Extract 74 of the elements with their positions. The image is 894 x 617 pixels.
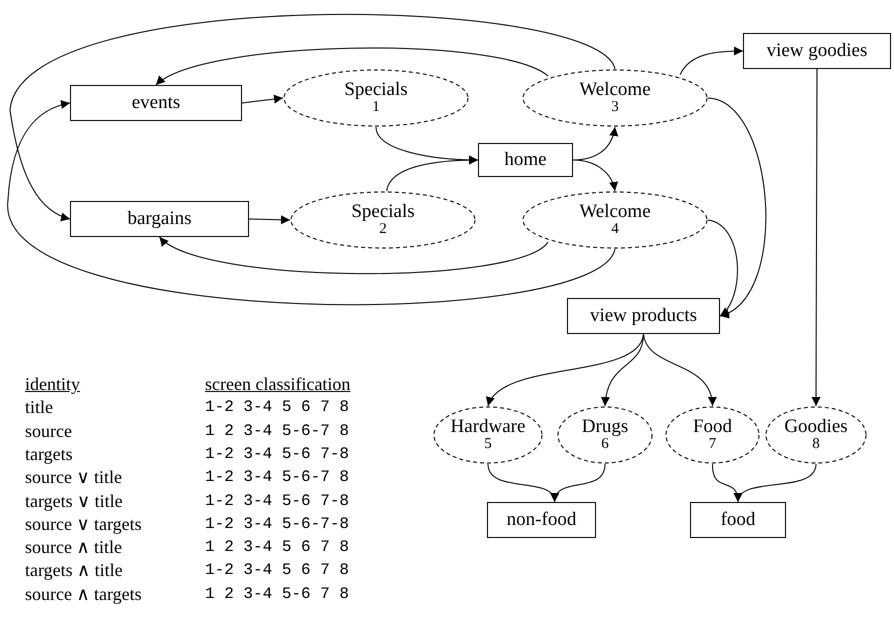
screen-number: 5 [484,437,492,453]
screen-number: 6 [601,437,609,453]
identity-label: source ∧ targets [25,582,142,606]
node-label: Drugs [582,417,628,438]
classification-value: 1 2 3-4 5 6 7 8 [205,537,350,558]
node-label: non-food [506,509,576,531]
classification-value: 1-2 3-4 5 6 7 8 [205,560,350,582]
arrow [10,14,616,221]
screen-number: 7 [708,437,716,453]
identity-label: source ∨ targets [25,512,142,536]
node-label: view products [590,305,698,327]
node-label: Food [692,417,732,438]
page-box [478,143,573,177]
arrow [572,160,618,192]
identity-label: source ∧ title [25,536,122,560]
arrow [488,334,644,406]
page-box [690,502,786,538]
screen-ellipse [765,406,867,464]
arrow [643,334,716,406]
identity-label: source [25,420,72,443]
arrow [602,334,644,406]
page-box [70,201,249,237]
node-label: home [504,149,547,171]
page-box [487,502,596,538]
node-label: Specials [344,80,408,100]
node-label: food [720,509,756,531]
screen-number: 3 [611,100,619,116]
screen-ellipse [290,191,476,249]
arrow [708,220,738,316]
arrow [386,156,478,192]
identity-label: title [25,396,53,420]
node-label: Specials [351,202,415,222]
arrow [552,464,606,502]
classification-value: 1-2 3-4 5-6 7-8 [205,490,350,512]
classification-value: 1 2 3-4 5-6-7 8 [205,420,350,442]
node-label: events [132,92,180,114]
page-box [70,85,242,121]
screen-ellipse [665,406,760,464]
classification-value: 1-2 3-4 5-6-7 8 [205,467,350,488]
screen-ellipse [283,69,469,127]
screen-number: 4 [611,222,619,238]
classification-value: 1-2 3-4 5-6-7-8 [205,514,350,535]
arrow [680,46,744,76]
arrow [812,68,821,406]
arrow [242,94,284,104]
screen-ellipse [522,69,708,127]
arrow [248,215,290,224]
column-heading: identity [25,373,80,396]
node-label: bargains [127,208,192,230]
column-heading: screen classification [205,373,350,396]
identity-label: targets ∨ title [25,490,123,512]
screen-ellipse [557,406,653,464]
arrow [156,48,549,86]
node-label: view goodies [766,40,868,62]
classification-value: 1-2 3-4 5 6 7 8 [205,397,350,418]
identity-label: source ∨ title [25,466,122,490]
page-box [743,33,891,69]
page-box [567,298,720,334]
identity-label: targets ∧ title [25,559,123,582]
arrow [708,98,766,316]
screen-number: 2 [379,222,387,238]
screen-number: 8 [812,437,820,453]
arrow [736,464,816,502]
node-label: Goodies [784,417,848,438]
node-label: Hardware [450,417,526,438]
node-label: Welcome [579,80,651,100]
screen-number: 1 [372,100,380,116]
classification-value: 1-2 3-4 5-6 7-8 [205,444,350,465]
node-label: Welcome [579,202,651,222]
classification-value: 1 2 3-4 5-6 7 8 [205,584,350,605]
identity-label: targets [25,442,73,466]
screen-ellipse [522,191,708,249]
screen-ellipse [433,406,543,464]
arrow [159,236,549,274]
